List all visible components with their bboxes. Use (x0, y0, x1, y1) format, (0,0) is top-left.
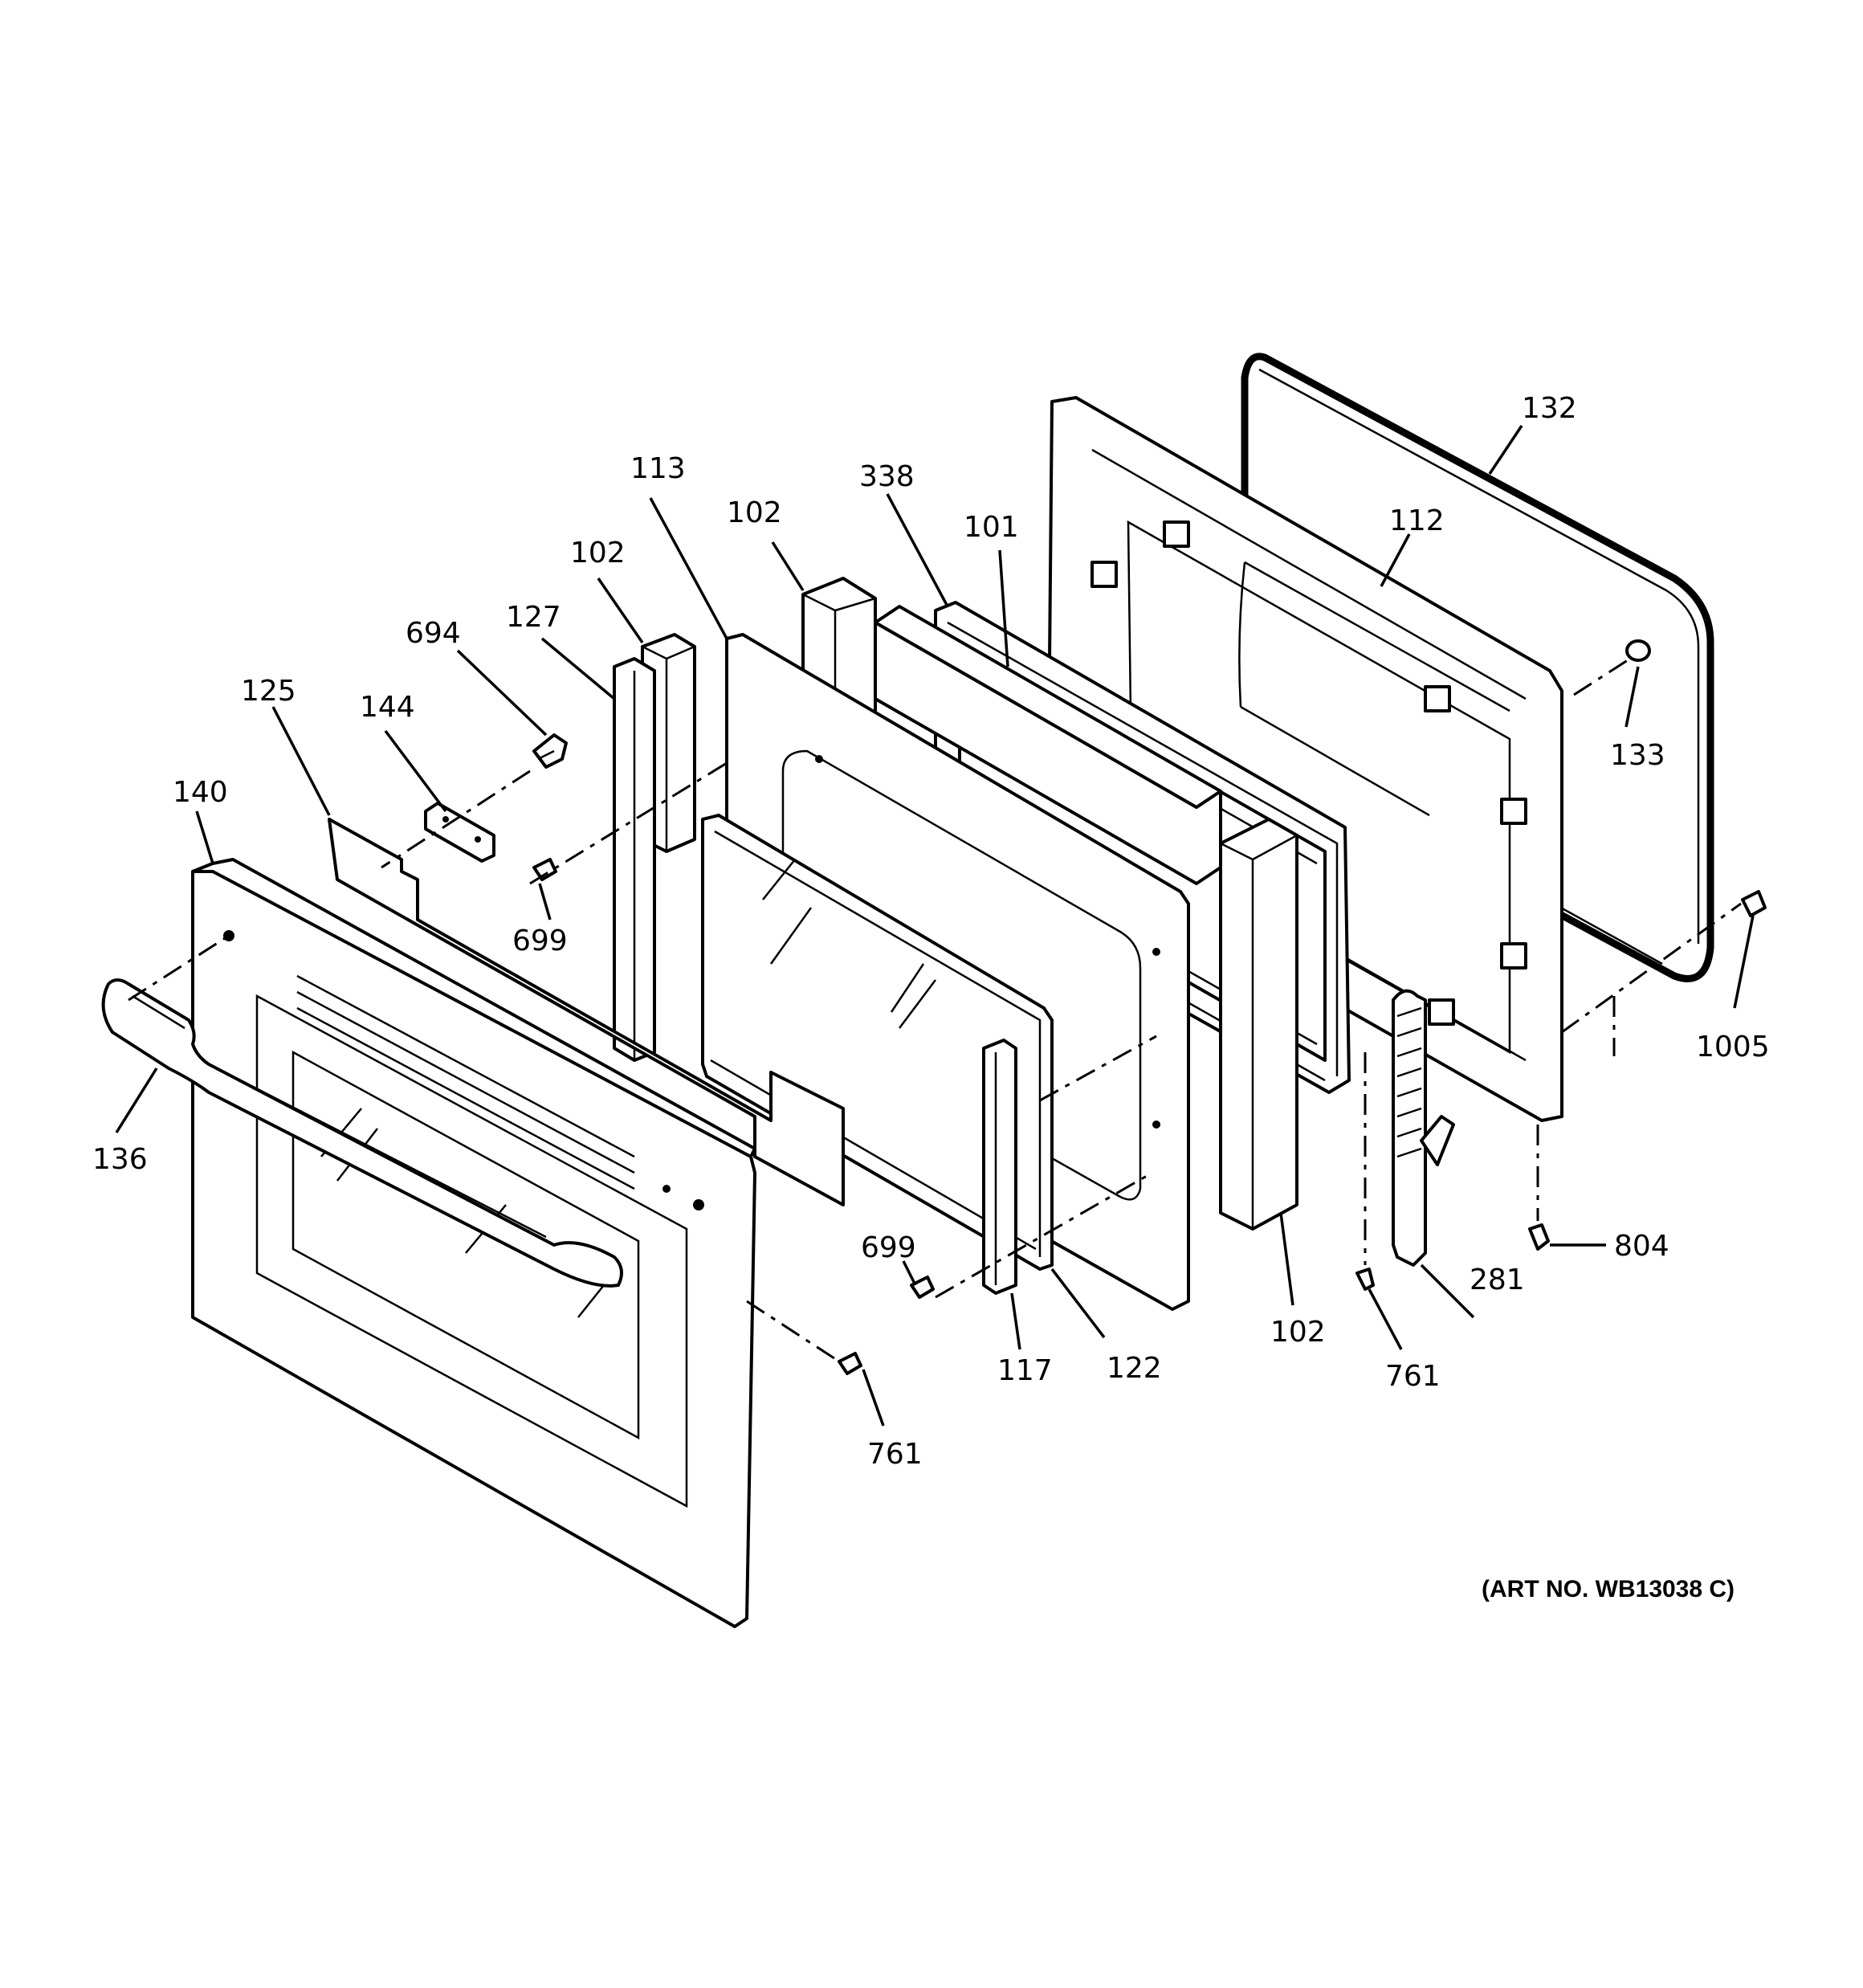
insulation-sheet (328, 818, 845, 1206)
outer-door-panel (191, 858, 756, 1628)
door-handle (101, 978, 623, 1288)
callout-101: 101 (964, 511, 1019, 544)
callout-102-right: 102 (1270, 1316, 1326, 1349)
bumper-133 (1625, 639, 1651, 662)
callout-117: 117 (997, 1354, 1053, 1387)
callout-136: 136 (92, 1143, 148, 1176)
callout-122: 122 (1107, 1352, 1162, 1385)
screw-1005 (1741, 890, 1767, 917)
callout-127: 127 (506, 601, 561, 634)
door-channel-bracket (982, 1039, 1017, 1295)
callout-140: 140 (173, 776, 228, 809)
leader-lines (115, 425, 1755, 1427)
door-hinge-assembly (1392, 989, 1455, 1267)
screw-804 (1528, 1223, 1550, 1251)
callout-1005: 1005 (1696, 1031, 1770, 1063)
callout-132: 132 (1522, 392, 1577, 425)
small-bracket (424, 802, 495, 863)
side-trim-strip (613, 657, 656, 1062)
screw-699-center (910, 1276, 935, 1299)
callout-125: 125 (241, 675, 296, 708)
callout-761-front: 761 (867, 1438, 923, 1471)
callout-804: 804 (1614, 1230, 1669, 1263)
callout-694: 694 (406, 617, 461, 650)
callout-338: 338 (859, 460, 915, 493)
callout-144: 144 (360, 691, 415, 724)
callout-labels: 132 112 338 101 113 102 102 127 694 144 … (92, 392, 1770, 1471)
callout-699-left: 699 (512, 925, 568, 957)
assembly-lines (128, 657, 1742, 1363)
door-glass-panel (701, 814, 1054, 1271)
screw-761-hinge (1355, 1268, 1375, 1291)
callout-113: 113 (630, 452, 686, 485)
insulation-block-right (1219, 818, 1298, 1231)
callout-761-hinge: 761 (1385, 1360, 1441, 1393)
callout-133: 133 (1610, 739, 1665, 772)
callout-112: 112 (1389, 504, 1445, 537)
callout-699-center: 699 (861, 1231, 916, 1264)
screw-699-left (532, 858, 557, 881)
callout-102-left: 102 (570, 537, 626, 569)
screw-761-front (838, 1352, 862, 1375)
callout-281: 281 (1470, 1263, 1525, 1296)
art-number: (ART NO. WB13038 C) (1482, 1576, 1735, 1602)
screw-694 (532, 733, 568, 769)
callout-102-center: 102 (727, 496, 782, 529)
